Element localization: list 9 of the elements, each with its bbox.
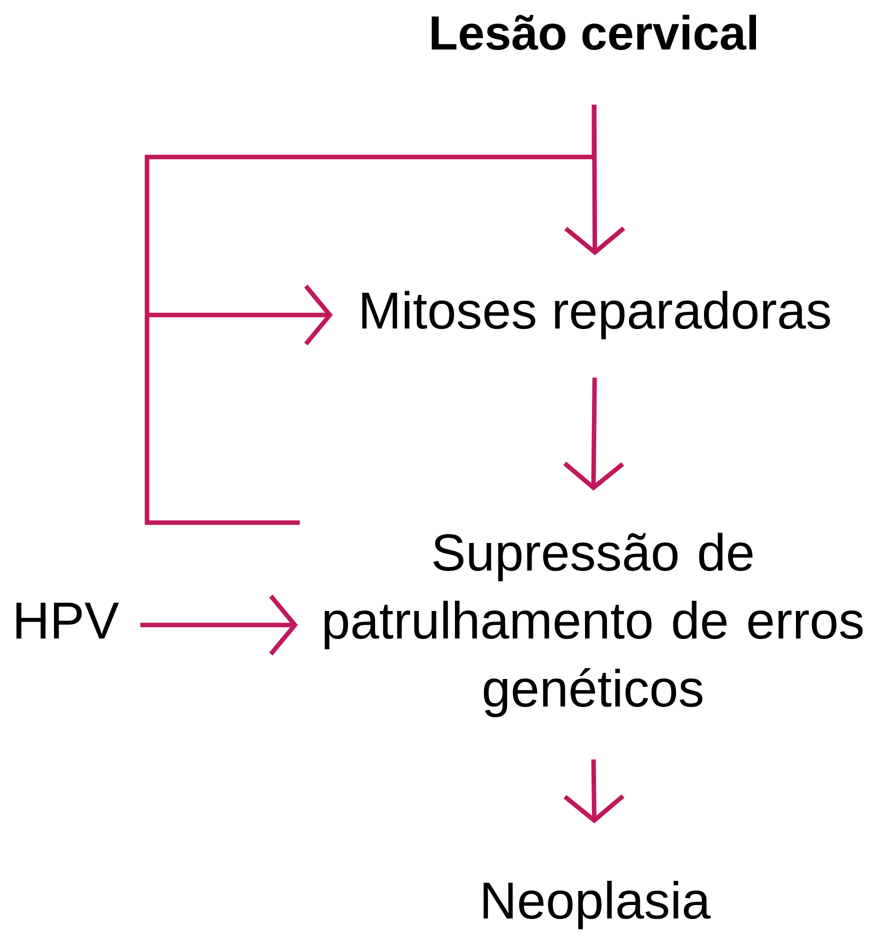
heading-text: Lesão cervical — [432, 14, 756, 50]
step-text: Mitoses reparadoras — [362, 290, 830, 340]
arrow — [147, 284, 333, 346]
outcome-text: Neoplasia — [484, 880, 711, 930]
connector-line — [144, 315, 300, 525]
step-text: Supressão de patrulhamento de erros genéticos — [324, 532, 863, 718]
connector-line — [144, 104, 596, 315]
arrow — [140, 594, 298, 656]
factor-text: HPV — [16, 602, 119, 638]
